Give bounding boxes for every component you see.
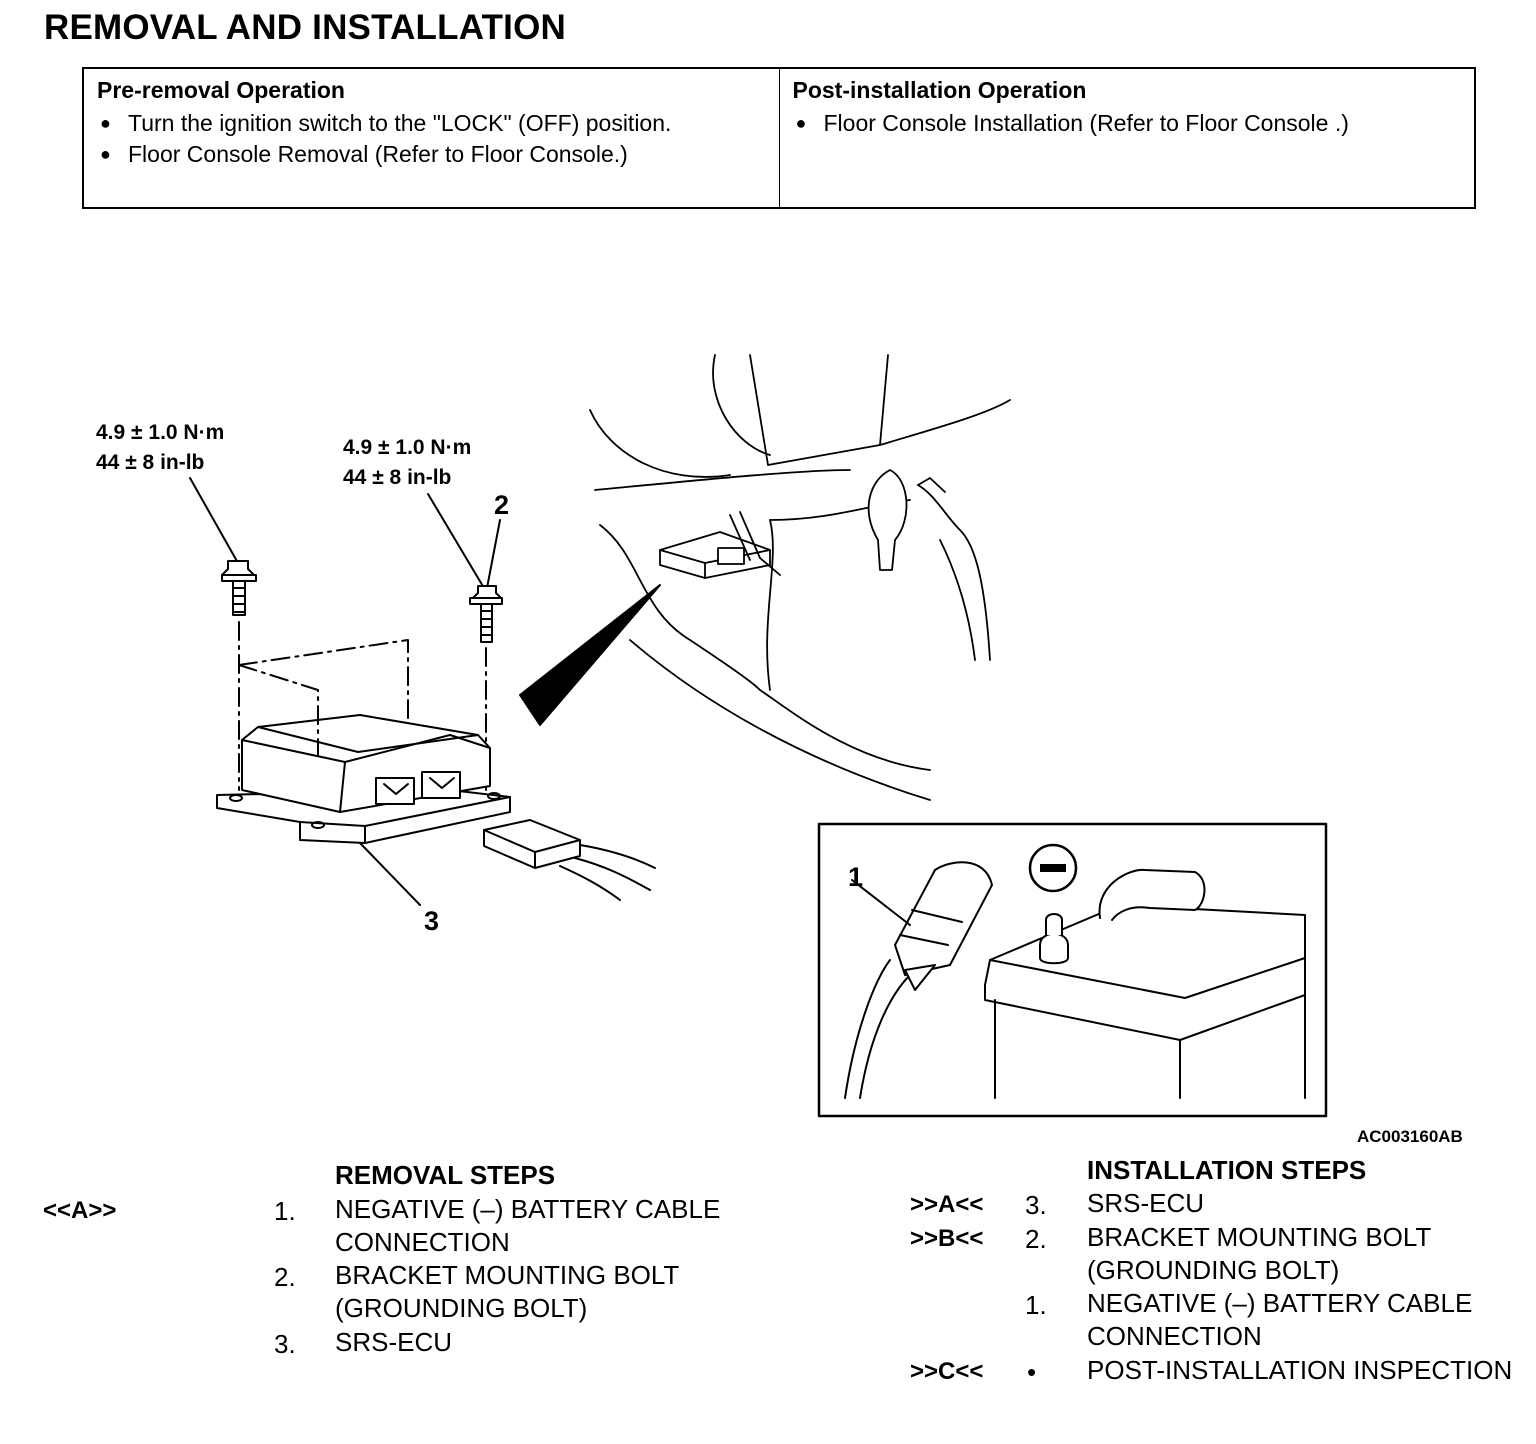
post-installation-column: Post-installation Operation ● Floor Cons…: [778, 69, 1475, 207]
harness-connector: [483, 819, 656, 901]
installation-step-number: 1.: [1025, 1290, 1047, 1320]
negative-terminal-icon: [1028, 843, 1078, 893]
bolt-right-icon: [427, 493, 503, 791]
post-installation-heading: Post-installation Operation: [792, 77, 1087, 103]
removal-step-number: 3.: [274, 1329, 296, 1359]
callout-3: 3: [424, 906, 440, 936]
pre-removal-heading: Pre-removal Operation: [97, 77, 345, 103]
installation-step-text: NEGATIVE (–) BATTERY CABLE CONNECTION: [1087, 1288, 1473, 1351]
pre-removal-item: ● Turn the ignition switch to the "LOCK"…: [97, 108, 767, 139]
figure-code: AC003160AB: [1357, 1127, 1463, 1146]
removal-step-number: 2.: [274, 1262, 296, 1292]
installation-step-text: SRS-ECU: [1087, 1188, 1205, 1218]
installation-step-mark: >>A<<: [910, 1191, 984, 1218]
pre-removal-item: ● Floor Console Removal (Refer to Floor …: [97, 139, 767, 170]
vehicle-interior-sketch: [589, 354, 1011, 801]
page-title: REMOVAL AND INSTALLATION: [44, 8, 566, 47]
installation-steps-heading: INSTALLATION STEPS: [1087, 1155, 1367, 1185]
torque-spec-left: 4.9 ± 1.0 N·m 44 ± 8 in-lb: [96, 421, 225, 474]
removal-steps-heading: REMOVAL STEPS: [335, 1160, 556, 1190]
battery-inset-frame: [817, 822, 1328, 1118]
removal-step-text: BRACKET MOUNTING BOLT (GROUNDING BOLT): [335, 1260, 679, 1323]
torque-spec-right: 4.9 ± 1.0 N·m 44 ± 8 in-lb: [343, 436, 472, 489]
bolt-left-icon: [189, 477, 257, 791]
operations-table: Pre-removal Operation ● Turn the ignitio…: [82, 67, 1476, 209]
removal-step-number: 1.: [274, 1196, 296, 1226]
bullet-icon: ●: [795, 113, 807, 133]
installation-step-text: BRACKET MOUNTING BOLT (GROUNDING BOLT): [1087, 1222, 1431, 1285]
installation-step-number: 2.: [1025, 1224, 1047, 1254]
installation-step-number: 3.: [1025, 1190, 1047, 1220]
installation-step-mark: >>B<<: [910, 1225, 984, 1252]
post-installation-item: ● Floor Console Installation (Refer to F…: [793, 108, 1463, 139]
bullet-icon: ●: [100, 113, 111, 133]
installation-step-mark: >>C<<: [910, 1358, 984, 1385]
callout-2: 2: [494, 490, 510, 520]
installation-step-bullet: •: [1027, 1357, 1037, 1387]
srs-ecu-unit: [216, 714, 511, 906]
bullet-icon: ●: [100, 144, 111, 164]
battery-inset: [844, 843, 1306, 1099]
installation-step-text: POST-INSTALLATION INSPECTION: [1087, 1355, 1513, 1385]
callout-1: 1: [848, 862, 864, 892]
removal-step-mark: <<A>>: [43, 1197, 117, 1224]
pre-removal-column: Pre-removal Operation ● Turn the ignitio…: [84, 69, 779, 207]
removal-step-text: SRS-ECU: [335, 1327, 453, 1357]
removal-step-text: NEGATIVE (–) BATTERY CABLE CONNECTION: [335, 1194, 721, 1257]
